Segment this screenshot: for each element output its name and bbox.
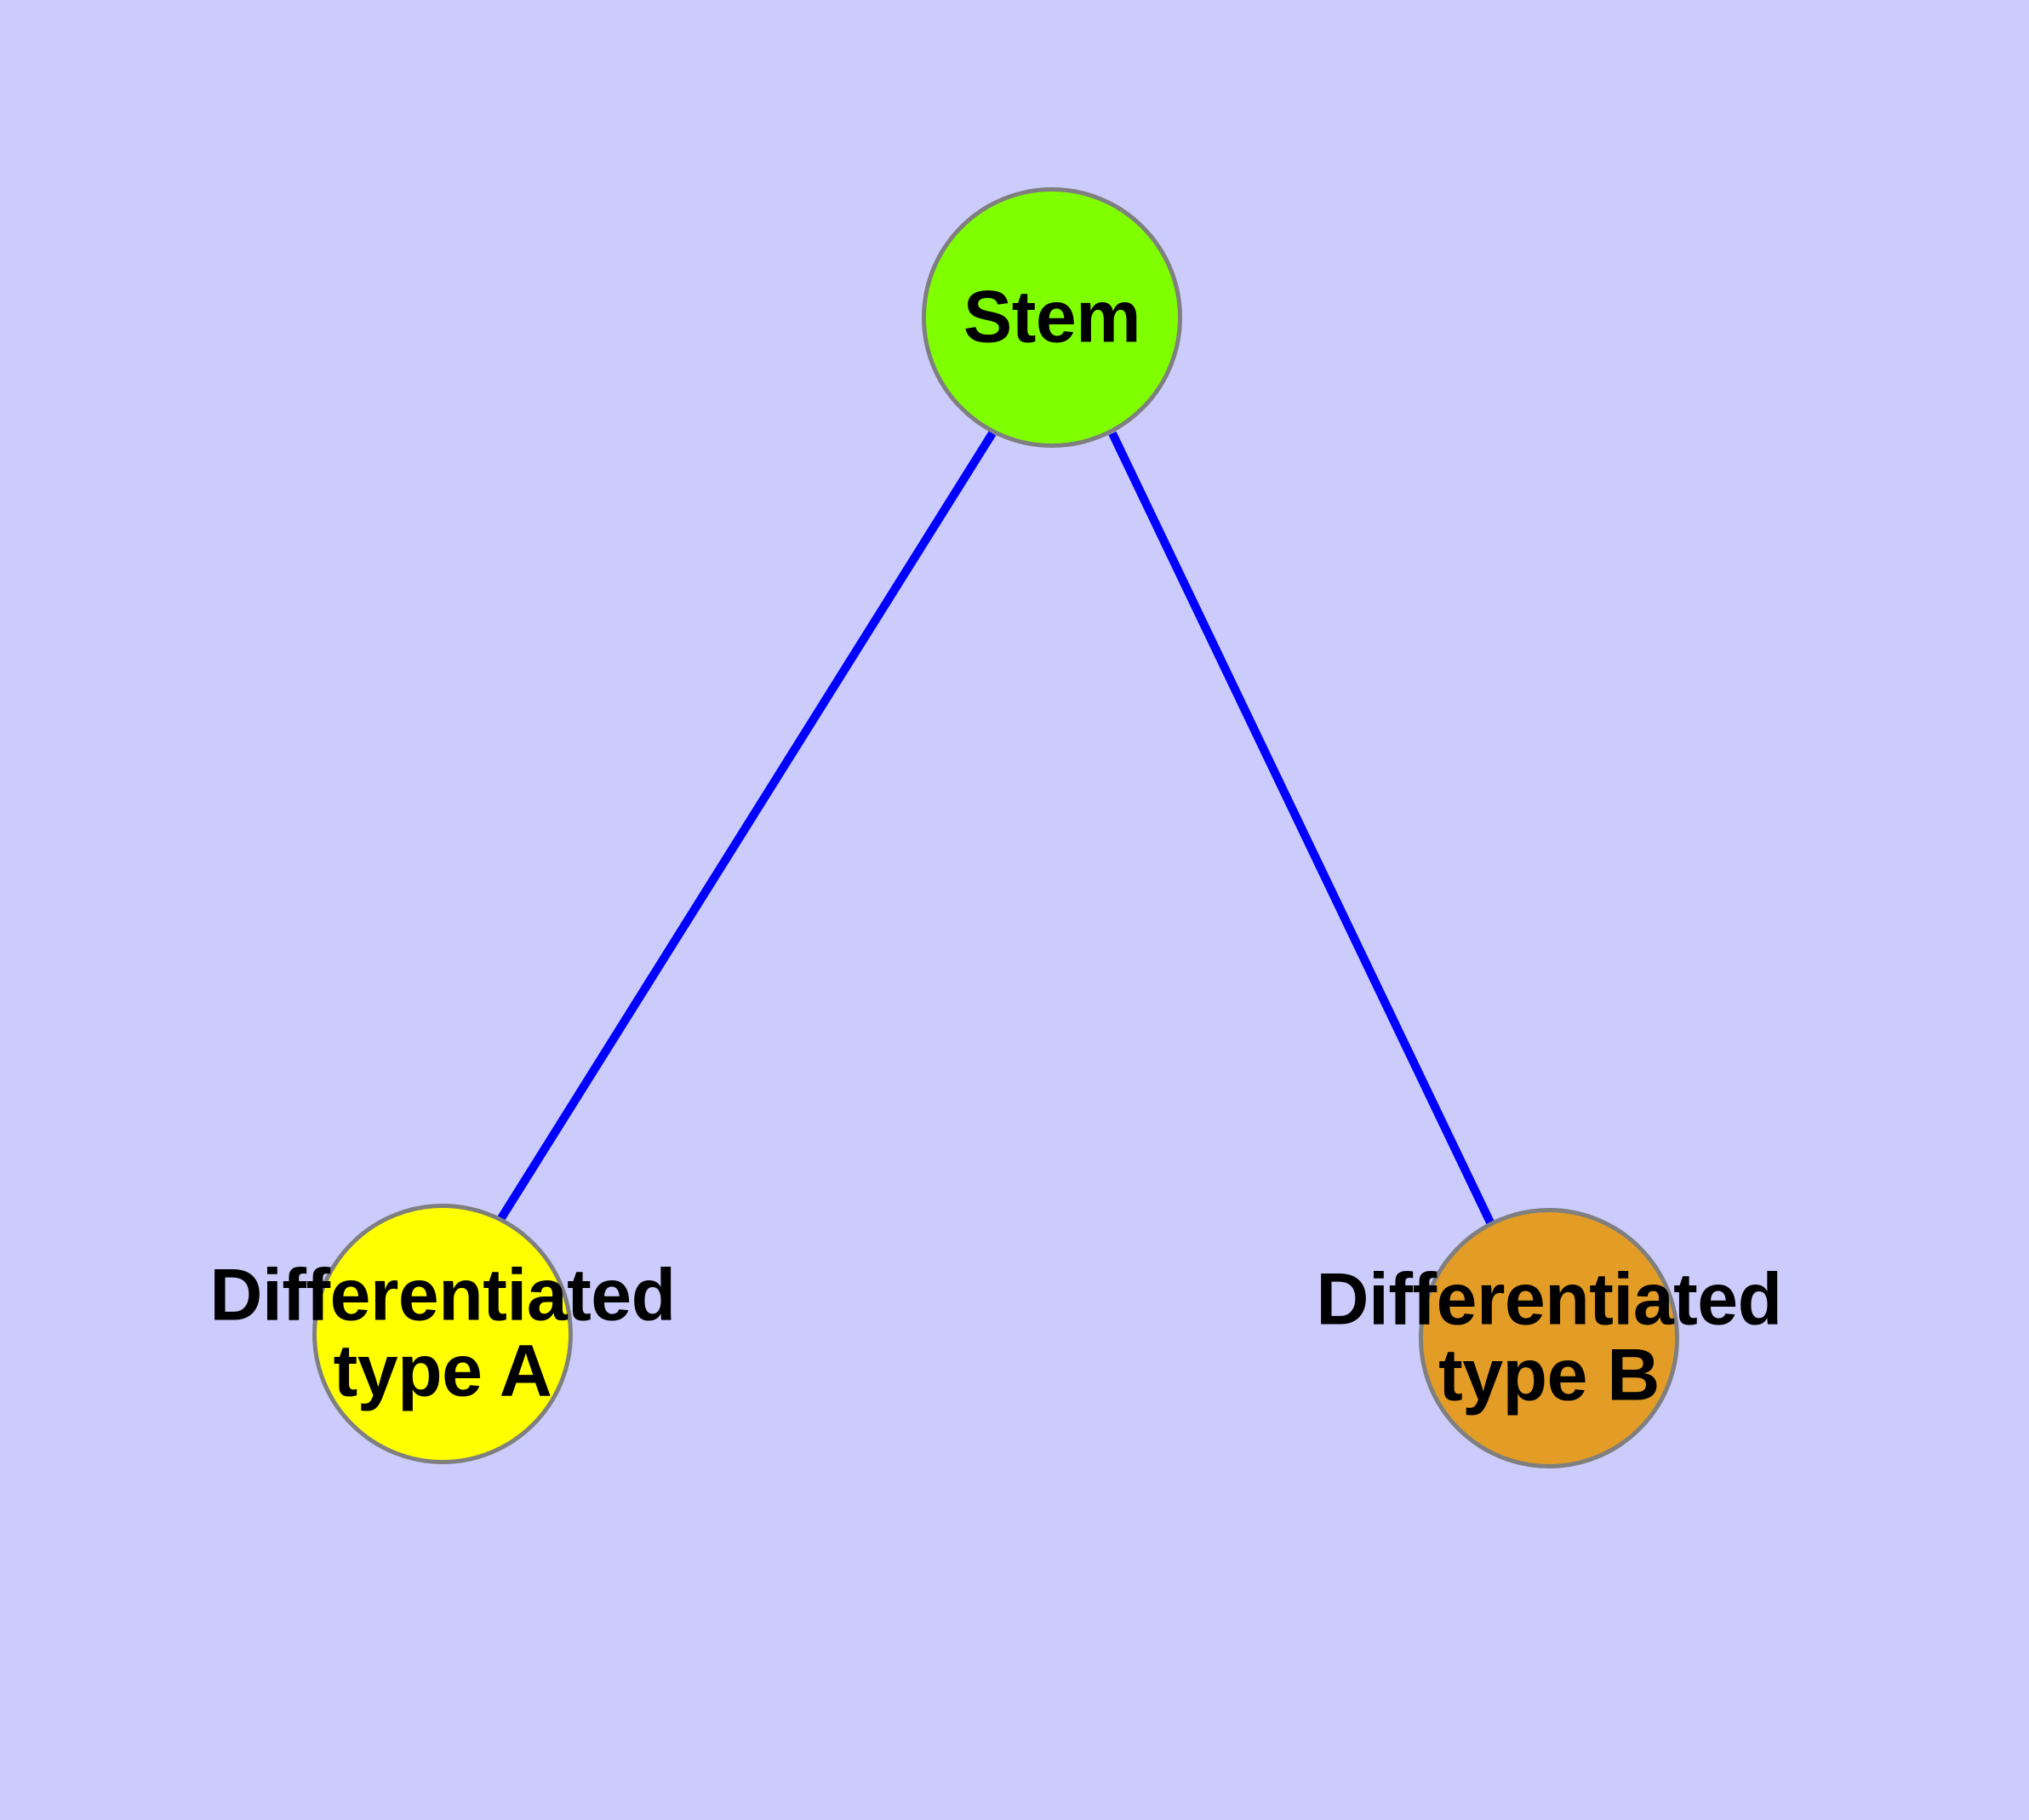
node-differentiated-type-b[interactable] [1419,1208,1679,1468]
node-stem[interactable] [922,187,1182,448]
edge-stem-to-differentiated-type-a[interactable] [497,431,997,1221]
edge-stem-to-differentiated-type-b[interactable] [1108,431,1495,1225]
edge-layer [497,431,1495,1225]
node-differentiated-type-a[interactable] [312,1204,573,1464]
node-layer [312,187,1679,1468]
